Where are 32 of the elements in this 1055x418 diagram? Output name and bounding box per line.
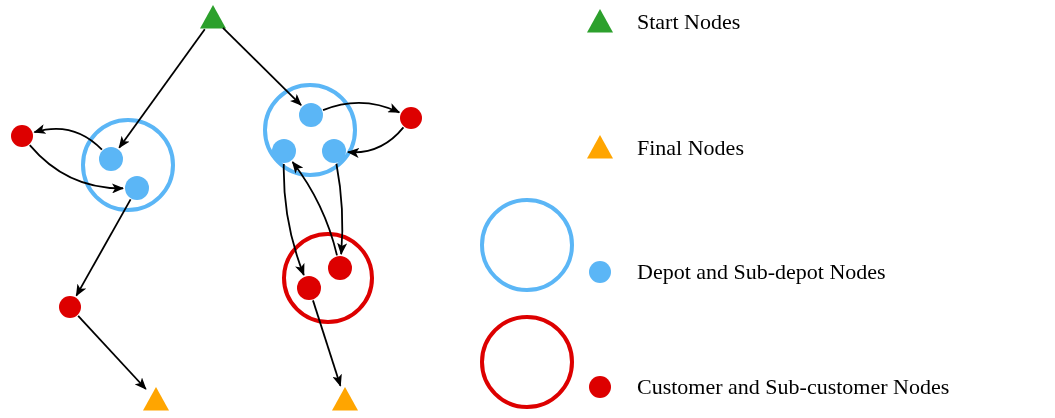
dot-node	[328, 256, 352, 280]
arrow	[222, 26, 302, 107]
dot-node	[99, 147, 123, 171]
dot-node	[11, 125, 33, 147]
arrow	[312, 299, 342, 387]
arrow	[118, 28, 206, 149]
arrow	[291, 161, 338, 257]
arrow	[322, 102, 401, 114]
dot-node	[272, 139, 296, 163]
arrow	[75, 198, 132, 297]
legend-label: Customer and Sub-customer Nodes	[637, 376, 950, 398]
arrow	[77, 314, 147, 390]
arrow	[33, 124, 103, 151]
dot-node	[400, 107, 422, 129]
arrow	[28, 144, 124, 194]
dot-node	[297, 276, 321, 300]
arrow	[282, 163, 305, 276]
legend-label: Start Nodes	[637, 11, 741, 33]
ring-node	[81, 118, 175, 212]
triangle-node	[143, 387, 169, 413]
legend-label: Depot and Sub-depot Nodes	[637, 261, 886, 283]
dot-node	[322, 139, 346, 163]
triangle-node	[200, 5, 226, 31]
dot-node	[59, 296, 81, 318]
ring-node	[282, 232, 374, 324]
dot-node	[299, 103, 323, 127]
arrow	[346, 126, 405, 158]
legend-label: Final Nodes	[637, 137, 744, 159]
dot-node	[125, 176, 149, 200]
triangle-node	[332, 387, 358, 413]
arrow	[335, 162, 347, 256]
ring-node	[263, 83, 357, 177]
